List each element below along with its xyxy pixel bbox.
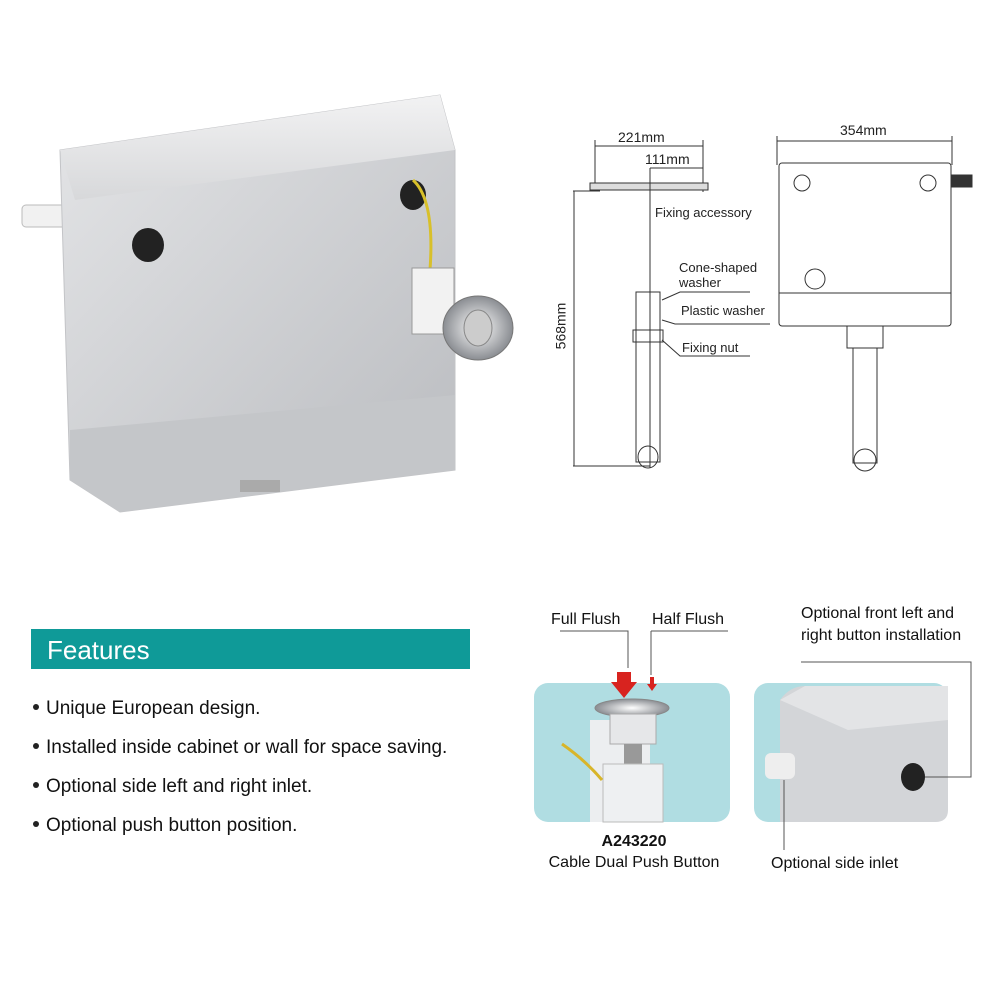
label-side-inlet: Optional side inlet — [771, 855, 899, 872]
feature-item: Installed inside cabinet or wall for spa… — [33, 737, 447, 759]
front-dimension-diagram — [776, 136, 973, 472]
bullet-icon — [33, 742, 39, 749]
label-full-flush: Full Flush — [551, 611, 621, 628]
label-cone-washer-2: washer — [679, 275, 721, 290]
label-plastic-washer: Plastic washer — [681, 303, 765, 318]
feature-item: Unique European design. — [33, 698, 260, 720]
features-title: Features — [47, 635, 150, 665]
model-number: A243220 — [601, 833, 667, 850]
dimension-354mm: 354mm — [840, 122, 887, 138]
dimension-221mm: 221mm — [618, 129, 665, 145]
label-front-button-1: Optional front left and — [801, 605, 954, 622]
label-fixing-accessory: Fixing accessory — [655, 205, 752, 220]
side-inlet-panel — [754, 661, 972, 850]
product-name: Cable Dual Push Button — [548, 854, 720, 871]
cistern-photo — [21, 94, 514, 513]
side-dimension-diagram — [573, 140, 770, 469]
label-cone-washer-1: Cone-shaped — [679, 260, 758, 275]
label-half-flush: Half Flush — [652, 611, 725, 628]
push-button-panel — [534, 630, 730, 823]
feature-item: Optional side left and right inlet. — [33, 776, 312, 798]
dimension-568mm: 568mm — [552, 302, 569, 350]
label-fixing-nut: Fixing nut — [682, 340, 739, 355]
bullet-icon — [33, 781, 39, 788]
label-front-button-2: right button installation — [801, 627, 962, 644]
dimension-111mm: 111mm — [645, 151, 690, 167]
feature-item: Optional push button position. — [33, 815, 297, 837]
bullet-icon — [33, 703, 39, 710]
bullet-icon — [33, 820, 39, 827]
features-banner: Features — [31, 629, 470, 669]
